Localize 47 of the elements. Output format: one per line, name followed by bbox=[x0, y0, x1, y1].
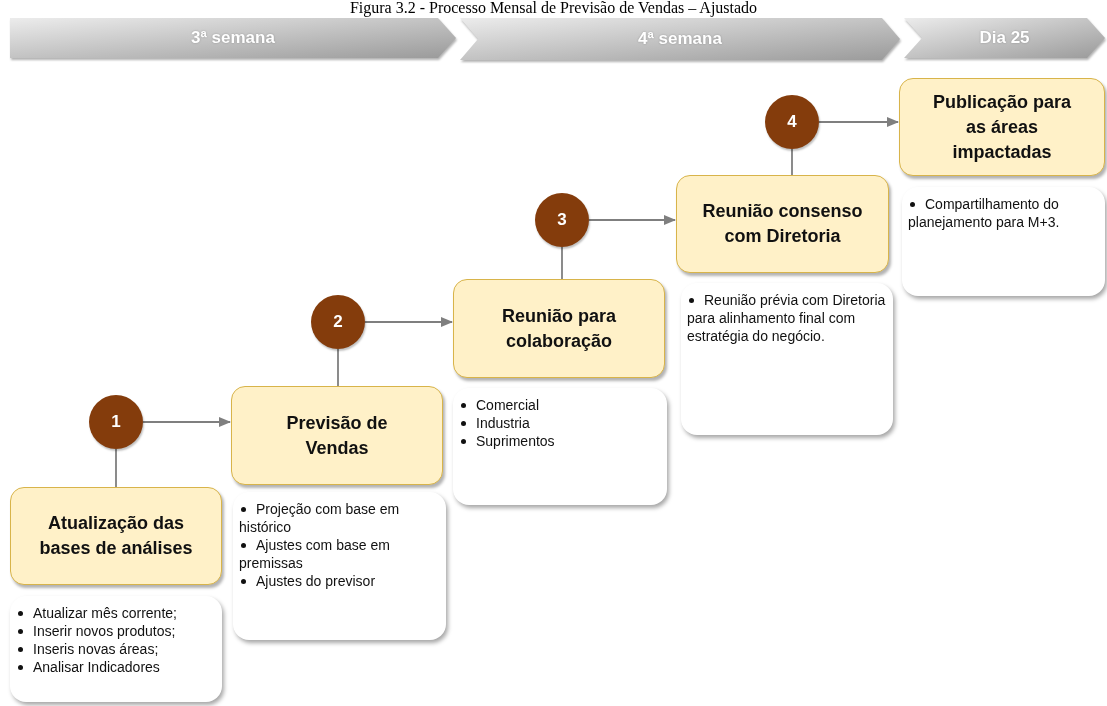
step-title: Publicação para as áreas impactadas bbox=[931, 90, 1073, 164]
arrow bbox=[364, 316, 454, 328]
connector-line bbox=[115, 448, 117, 488]
step-number-circle bbox=[535, 193, 589, 247]
step-box bbox=[10, 487, 222, 585]
step-box bbox=[453, 279, 665, 378]
bullet-item: Inserir novos produtos; bbox=[16, 622, 216, 640]
bullet-item: Suprimentos bbox=[459, 432, 661, 450]
notes-card bbox=[902, 187, 1105, 296]
step-number-circle bbox=[311, 295, 365, 349]
step-title: Reunião consenso com Diretoria bbox=[701, 200, 864, 248]
arrow bbox=[818, 116, 900, 128]
step-title: Atualização das bases de análises bbox=[38, 512, 194, 560]
connector-line bbox=[791, 148, 793, 176]
bullet-item: Ajustes do previsor bbox=[239, 572, 440, 590]
bullet-item: Industria bbox=[459, 414, 661, 432]
bullet-item: Inseris novas áreas; bbox=[16, 640, 216, 658]
step-box bbox=[231, 386, 443, 485]
notes-card bbox=[233, 492, 446, 640]
bullet-item: Analisar Indicadores bbox=[16, 658, 216, 676]
bullet-item: Projeção com base em histórico bbox=[239, 500, 440, 536]
connector-line bbox=[561, 246, 563, 280]
phase-label: Dia 25 bbox=[979, 28, 1030, 48]
step-number: 3 bbox=[557, 210, 567, 230]
step-box bbox=[899, 78, 1105, 176]
step-number-circle bbox=[89, 395, 143, 449]
bullet-item: Compartilhamento do planejamento para M+3. bbox=[908, 195, 1099, 231]
step-number-circle bbox=[765, 95, 819, 149]
phase-label: 3ª semana bbox=[191, 28, 275, 48]
bullet-item: Comercial bbox=[459, 396, 661, 414]
step-title: Previsão de Vendas bbox=[285, 411, 389, 460]
arrow bbox=[588, 214, 677, 226]
notes-card bbox=[681, 283, 893, 435]
bullet-item: Atualizar mês corrente; bbox=[16, 604, 216, 622]
step-number: 4 bbox=[787, 112, 797, 132]
step-box bbox=[676, 175, 889, 273]
step-title: Reunião para colaboração bbox=[501, 304, 617, 353]
arrow bbox=[142, 416, 232, 428]
step-number: 2 bbox=[333, 312, 343, 332]
connector-line bbox=[337, 348, 339, 387]
notes-card bbox=[10, 596, 222, 702]
bullet-item: Ajustes com base em premissas bbox=[239, 536, 440, 572]
notes-card bbox=[453, 388, 667, 505]
phase-label: 4ª semana bbox=[638, 29, 722, 49]
bullet-item: Reunião prévia com Diretoria para alinhamento final com estratégia do negócio. bbox=[687, 291, 887, 345]
figure-title: Figura 3.2 - Processo Mensal de Previsão de Vendas – Ajustado bbox=[348, 0, 759, 16]
step-number: 1 bbox=[111, 412, 121, 432]
